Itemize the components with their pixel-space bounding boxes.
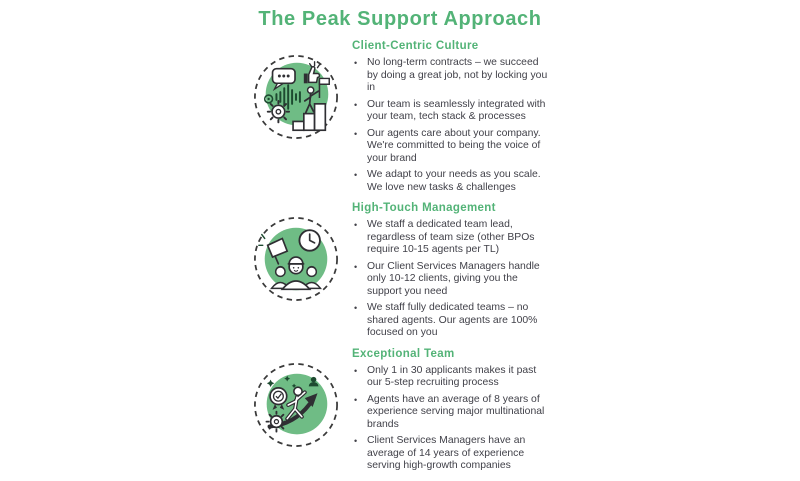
bullet-dot: •: [354, 128, 358, 139]
growth-chart-flag-icon: [254, 55, 338, 139]
bullet-list: • We staff a dedicated team lead, regard…: [352, 219, 612, 340]
bullet-dot: •: [354, 170, 358, 180]
section-exceptional-team: Exceptional Team • Only 1 in 30 applican…: [252, 348, 612, 477]
section-heading: Exceptional Team: [352, 347, 455, 360]
bullet-text: No long-term contracts – we succeed by d…: [367, 57, 548, 93]
section-text-cell: High-Touch Management • We staff a dedic…: [352, 202, 612, 344]
bullet-dot: •: [354, 58, 358, 68]
bullet-item: • We staff a dedicated team lead, regard…: [352, 219, 612, 257]
bullet-text: Our Client Services Managers handle only…: [367, 260, 540, 297]
team-clock-megaphone-icon: [254, 217, 338, 301]
bullet-dot: •: [354, 303, 358, 313]
bullet-text: We adapt to your needs as you scale. We …: [367, 169, 541, 193]
bullet-dot: •: [354, 365, 358, 376]
bullet-list: • No long-term contracts – we succeed by…: [352, 57, 612, 194]
bullet-text: Our team is seamlessly integrated with y…: [367, 98, 546, 123]
bullet-dot: •: [354, 220, 358, 230]
bullet-item: • Only 1 in 30 applicants makes it past …: [352, 365, 612, 390]
bullet-item: • Our team is seamlessly integrated with…: [352, 99, 612, 124]
section-client-centric-culture: Client-Centric Culture • No long-term co…: [252, 40, 612, 198]
bullet-dot: •: [354, 99, 358, 110]
bullet-text: Our agents care about your company. We'r…: [367, 127, 541, 164]
content-area: Client-Centric Culture • No long-term co…: [252, 40, 612, 481]
section-icon-cell: [252, 348, 352, 477]
bullet-item: • No long-term contracts – we succeed by…: [352, 57, 612, 95]
bullet-list: • Only 1 in 30 applicants makes it past …: [352, 365, 612, 473]
bullet-item: • Our agents care about your company. We…: [352, 128, 612, 166]
section-text-cell: Client-Centric Culture • No long-term co…: [352, 40, 612, 198]
section-icon-cell: [252, 202, 352, 344]
section-heading: Client-Centric Culture: [352, 40, 479, 52]
section-text-cell: Exceptional Team • Only 1 in 30 applican…: [352, 348, 612, 477]
bullet-text: Only 1 in 30 applicants makes it past ou…: [367, 364, 537, 389]
person-arrow-medal-icon: [254, 362, 338, 447]
section-heading: High-Touch Management: [352, 202, 496, 214]
bullet-item: • Agents have an average of 8 years of e…: [352, 394, 612, 432]
bullet-dot: •: [354, 394, 358, 405]
bullet-text: Client Services Managers have an average…: [367, 435, 526, 471]
bullet-item: • We adapt to your needs as you scale. W…: [352, 169, 612, 194]
bullet-dot: •: [354, 261, 358, 272]
bullet-item: • We staff fully dedicated teams – no sh…: [352, 302, 612, 340]
section-high-touch-management: High-Touch Management • We staff a dedic…: [252, 202, 612, 344]
bullet-text: Agents have an average of 8 years of exp…: [367, 393, 545, 430]
page-title: The Peak Support Approach: [258, 8, 542, 30]
bullet-text: We staff fully dedicated teams – no shar…: [367, 302, 538, 338]
section-icon-cell: [252, 40, 352, 198]
bullet-dot: •: [354, 436, 358, 446]
bullet-item: • Client Services Managers have an avera…: [352, 435, 612, 473]
bullet-item: • Our Client Services Managers handle on…: [352, 261, 612, 299]
bullet-text: We staff a dedicated team lead, regardle…: [367, 219, 535, 255]
